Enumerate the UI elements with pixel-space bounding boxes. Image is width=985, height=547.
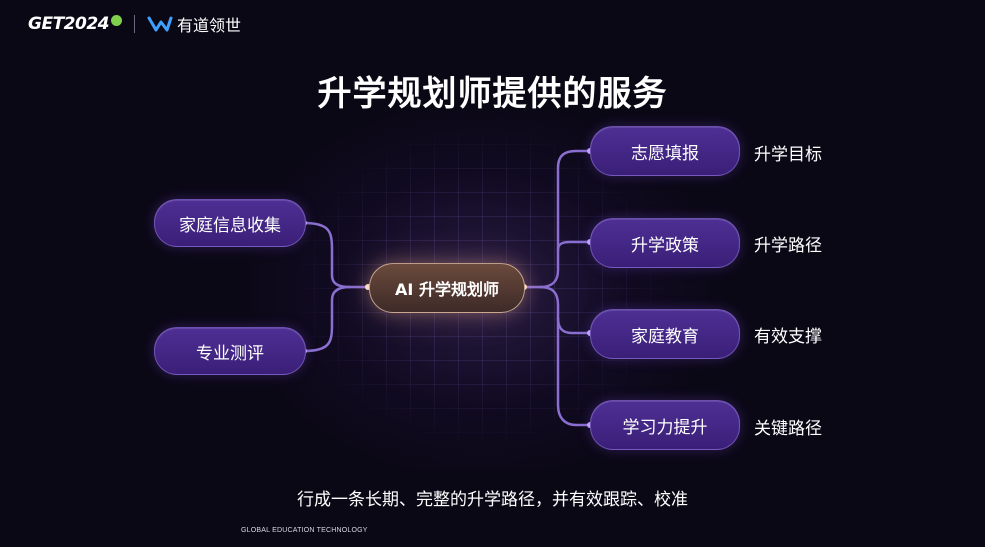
page-title: 升学规划师提供的服务 <box>317 74 668 114</box>
input-node-label: 家庭信息收集 <box>179 215 281 236</box>
service-node-label: 升学政策 <box>631 235 699 256</box>
center-node: AI 升学规划师 <box>369 263 525 313</box>
service-outcome: 关键路径 <box>754 419 822 439</box>
service-node-label: 志愿填报 <box>631 143 699 164</box>
footer-text: GLOBAL EDUCATION TECHNOLOGY <box>241 527 368 534</box>
youdao-logo-icon <box>147 16 173 32</box>
service-node-label: 家庭教育 <box>631 326 699 347</box>
service-outcome: 升学路径 <box>754 236 822 256</box>
input-node-label: 专业测评 <box>196 343 264 364</box>
event-logo-badge-icon <box>110 14 122 26</box>
header: GET2024 有道领世 <box>28 12 241 36</box>
service-node-policy: 升学政策 <box>590 218 740 268</box>
brand-name: 有道领世 <box>176 16 241 35</box>
input-node-assessment: 专业测评 <box>154 327 306 375</box>
service-node-label: 学习力提升 <box>622 417 708 438</box>
input-node-family-info: 家庭信息收集 <box>154 199 306 247</box>
service-node-family-education: 家庭教育 <box>590 309 740 359</box>
header-divider <box>133 15 135 33</box>
service-node-learning-ability: 学习力提升 <box>590 400 740 450</box>
summary-text: 行成一条长期、完整的升学路径，并有效跟踪、校准 <box>297 490 688 510</box>
event-logo: GET2024 <box>28 14 109 34</box>
service-outcome: 升学目标 <box>754 145 822 165</box>
service-node-application: 志愿填报 <box>590 126 740 176</box>
center-node-label: AI 升学规划师 <box>395 280 499 299</box>
service-outcome: 有效支撑 <box>754 327 822 347</box>
